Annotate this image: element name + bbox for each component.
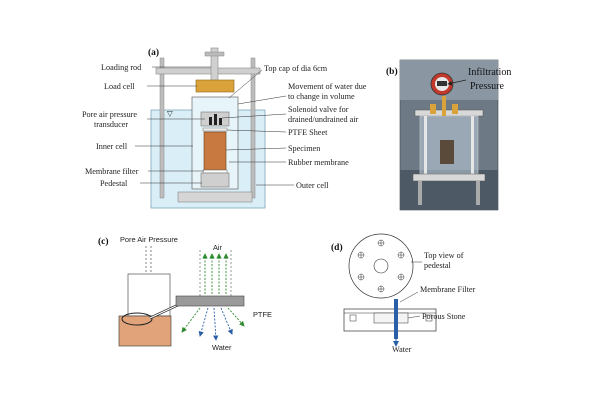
cell-cross-section	[127, 273, 171, 317]
ptfe-element	[175, 295, 245, 307]
panel-b-label: (b)	[386, 66, 398, 77]
label-solenoid-1: Solenoid valve for	[288, 105, 349, 114]
panel-a-label: (a)	[148, 47, 159, 58]
label-water-d: Water	[392, 345, 412, 354]
label-infiltration-2: Pressure	[470, 81, 504, 92]
panel-c: (c) Pore Air Pressure	[98, 235, 272, 352]
label-solenoid-2: drained/undrained air	[288, 115, 359, 124]
label-pore-air-pressure: Pore Air Pressure	[120, 235, 178, 244]
label-pore-air-pressure-2: transducer	[94, 120, 128, 129]
load-cell	[195, 79, 235, 93]
label-ptfe: PTFE	[253, 310, 272, 319]
label-movement-1: Movement of water due	[288, 82, 367, 91]
pedestal	[200, 172, 230, 188]
label-specimen: Specimen	[288, 144, 320, 153]
panel-d: (d) Top view of pedestal Membrane Filter…	[331, 233, 476, 354]
label-ptfe-sheet: PTFE Sheet	[288, 128, 328, 137]
label-porous-stone: Porous Stone	[422, 312, 466, 321]
label-infiltration-1: Infiltration	[468, 67, 511, 78]
svg-text:▽: ▽	[167, 109, 173, 118]
label-load-cell: Load cell	[104, 82, 135, 91]
label-outer-cell: Outer cell	[296, 181, 329, 190]
label-membrane-filter-d: Membrane Filter	[420, 285, 476, 294]
label-loading-rod: Loading rod	[101, 63, 141, 72]
label-top-cap: Top cap of dia 6cm	[264, 64, 328, 73]
label-movement-2: to change in volume	[288, 92, 355, 101]
label-top-view-1: Top view of	[424, 251, 464, 260]
soil-sample	[118, 315, 172, 347]
label-water-c: Water	[212, 343, 232, 352]
panel-d-label: (d)	[331, 242, 343, 253]
label-rubber-membrane: Rubber membrane	[288, 158, 349, 167]
panel-b: (b) Infiltration Pressure	[386, 59, 511, 211]
label-membrane-filter: Membrane filter	[85, 167, 139, 176]
panel-c-label: (c)	[98, 236, 109, 247]
membrane-filter	[202, 169, 228, 174]
porous-stone	[373, 312, 409, 324]
panel-a: (a) ▽	[82, 47, 367, 209]
label-air: Air	[213, 243, 223, 252]
label-inner-cell: Inner cell	[96, 142, 128, 151]
label-pore-air-pressure-1: Pore air pressure	[82, 110, 137, 119]
bolt-holes	[357, 239, 405, 293]
label-top-view-2: pedestal	[424, 261, 452, 270]
label-pedestal: Pedestal	[100, 179, 128, 188]
ptfe-sheet	[202, 127, 228, 132]
specimen	[203, 131, 227, 171]
